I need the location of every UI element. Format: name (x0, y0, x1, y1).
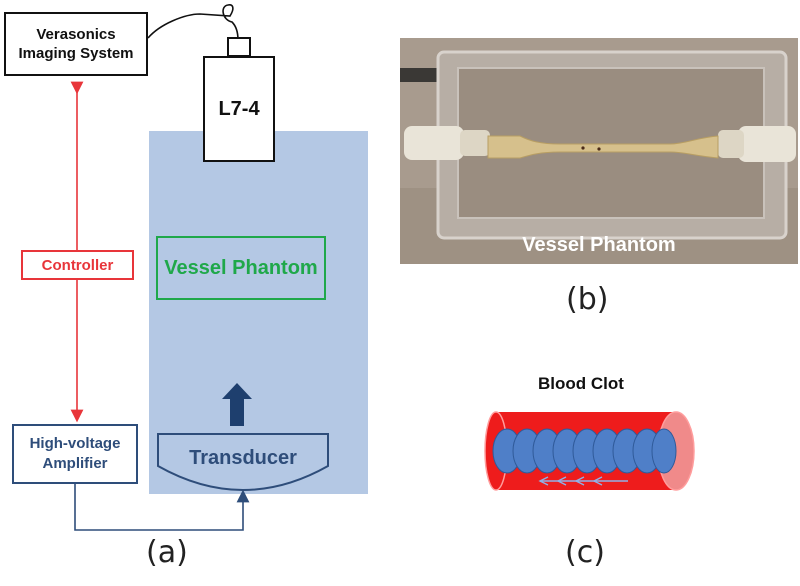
controller-label: Controller (41, 256, 114, 274)
vessel-phantom-label: Vessel Phantom (164, 256, 318, 279)
probe-label: L7-4 (218, 97, 260, 120)
transducer-label-wrap: Transducer (158, 440, 328, 476)
clot-discs (492, 428, 677, 474)
blood-clot-title: Blood Clot (538, 374, 624, 393)
vessel-phantom-box: Vessel Phantom (156, 236, 326, 300)
amplifier-box: High-voltage Amplifier (12, 424, 138, 484)
flow-arrows (538, 476, 628, 486)
photo-illustration (400, 38, 798, 264)
ultrasound-arrow (222, 383, 252, 426)
photo-caption: Vessel Phantom (522, 234, 676, 256)
probe-box: L7-4 (203, 56, 275, 162)
drive-signal-line (74, 484, 250, 531)
controller-box: Controller (21, 250, 134, 280)
amplifier-label: High-voltage Amplifier (29, 435, 121, 472)
transducer-shape (157, 433, 329, 491)
panel-label-c: (c) (565, 535, 605, 570)
vessel-phantom-photo: Vessel Phantom (400, 38, 798, 264)
probe-cable (147, 4, 239, 41)
imaging-system-label: Verasonics Imaging System (18, 26, 134, 62)
panel-label-a: (a) (146, 535, 188, 570)
imaging-system-box: Verasonics Imaging System (4, 12, 148, 76)
transducer-label: Transducer (189, 446, 297, 469)
panel-label-b: (b) (566, 282, 609, 317)
